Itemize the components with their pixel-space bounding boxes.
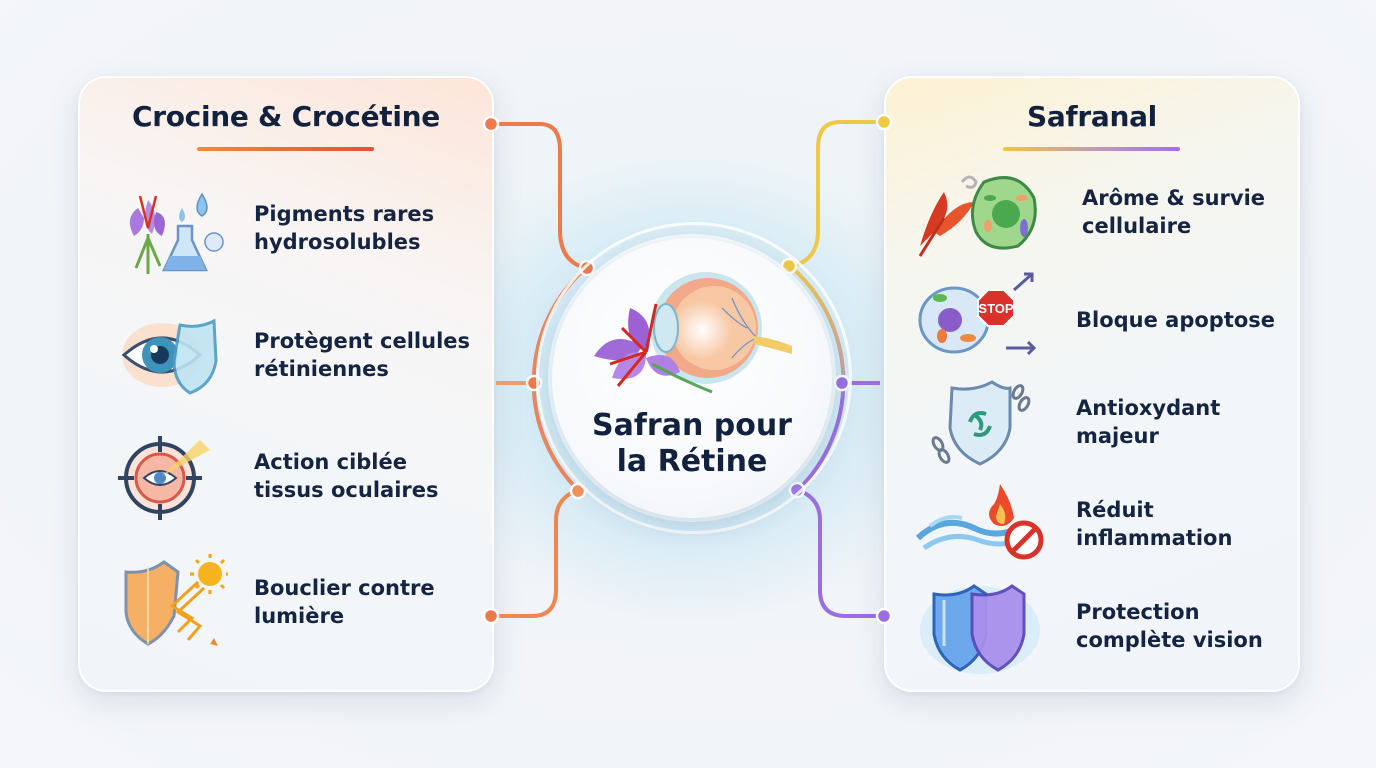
item-label: Action ciblée tissus oculaires xyxy=(254,450,439,502)
left-panel-title: Crocine & Crocétine xyxy=(131,100,440,133)
right-panel-safranal xyxy=(884,76,1300,692)
center-title: Safran pour la Rétine xyxy=(592,408,792,479)
right-panel-title: Safranal xyxy=(1027,100,1157,133)
saffron-aroma-cell-icon xyxy=(918,175,1037,257)
target-eye-icon xyxy=(118,436,210,520)
right-item-apoptosis: STOP Bloque apoptose xyxy=(914,270,1275,370)
right-item-aroma-survival: Arôme & survie cellulaire xyxy=(914,162,1265,262)
double-shield-icon xyxy=(920,584,1040,674)
item-label: Antioxydant majeur xyxy=(1076,396,1221,448)
left-item-light-shield: Bouclier contre lumière xyxy=(118,552,435,652)
shield-sun-reflect-icon xyxy=(124,554,228,646)
left-item-targeted-action: Action ciblée tissus oculaires xyxy=(118,426,439,526)
item-label: Réduit inflammation xyxy=(1076,498,1233,550)
item-label: Pigments rares hydrosolubles xyxy=(254,202,435,254)
right-title-underline xyxy=(1003,147,1180,151)
center-ring xyxy=(536,222,852,534)
left-item-protect-cells: Protègent cellules rétiniennes xyxy=(118,305,470,405)
right-item-antioxidant: Antioxydant majeur xyxy=(914,372,1220,472)
svg-text:STOP: STOP xyxy=(978,301,1013,316)
shield-broken-chains-icon xyxy=(931,380,1031,466)
saffron-flask-droplets-icon xyxy=(129,192,224,274)
item-label: Bouclier contre lumière xyxy=(254,576,435,628)
item-label: Bloque apoptose xyxy=(1076,308,1276,332)
item-label: Arôme & survie cellulaire xyxy=(1082,186,1266,238)
left-title-underline xyxy=(197,147,374,151)
right-item-inflammation: Réduit inflammation xyxy=(914,474,1232,574)
left-item-pigments: Pigments rares hydrosolubles xyxy=(118,178,434,278)
wave-fire-prohibited-icon xyxy=(915,484,1044,560)
saffron-flower-and-eye-anatomy-icon xyxy=(594,272,792,394)
right-item-vision-protection: Protection complète vision xyxy=(914,576,1263,676)
eye-shield-icon xyxy=(121,318,218,395)
item-label: Protection complète vision xyxy=(1076,600,1263,652)
item-label: Protègent cellules rétiniennes xyxy=(254,329,471,381)
cell-stop-sign-icon: STOP xyxy=(918,272,1037,356)
